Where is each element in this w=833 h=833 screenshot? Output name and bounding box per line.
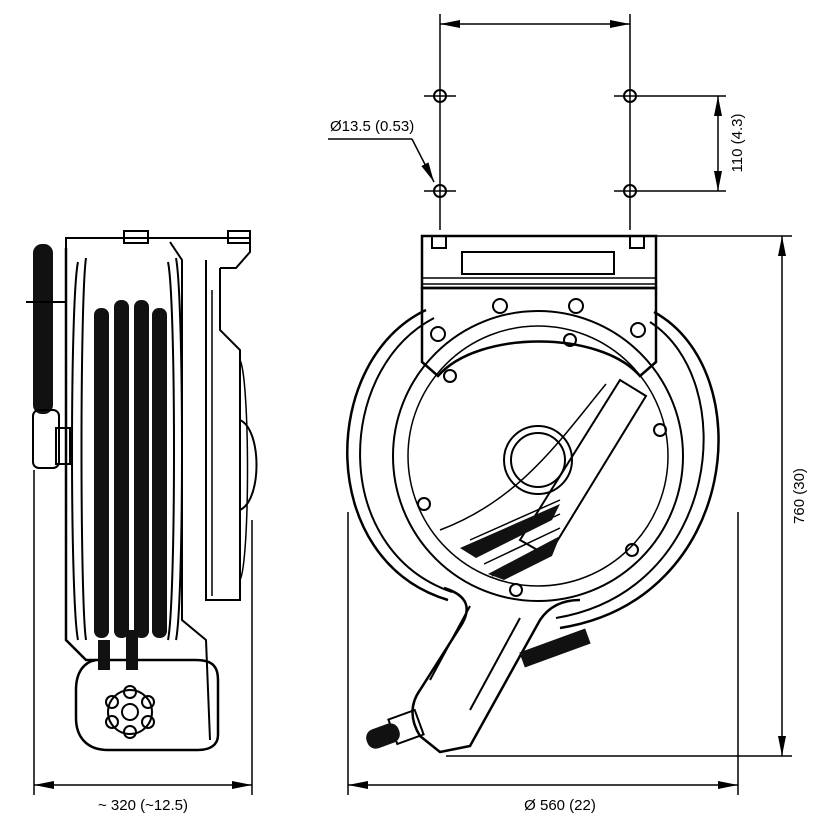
- mounting-hole-pattern: 110 (4.3) Ø13.5 (0.53): [328, 14, 746, 230]
- hub-bolt-pattern: [105, 685, 155, 739]
- hole-diameter-label: Ø13.5 (0.53): [330, 118, 414, 135]
- depth-dimension: ~ 320 (~12.5): [33, 470, 253, 814]
- vertical-spacing-label: 110 (4.3): [729, 114, 746, 173]
- height-dimension: 760 (30): [446, 235, 808, 757]
- diameter-dimension: Ø 560 (22): [347, 512, 739, 814]
- depth-label: ~ 320 (~12.5): [98, 797, 188, 814]
- diameter-label: Ø 560 (22): [524, 797, 596, 814]
- height-label: 760 (30): [791, 468, 808, 524]
- side-view: [26, 230, 258, 752]
- front-view: [346, 234, 720, 754]
